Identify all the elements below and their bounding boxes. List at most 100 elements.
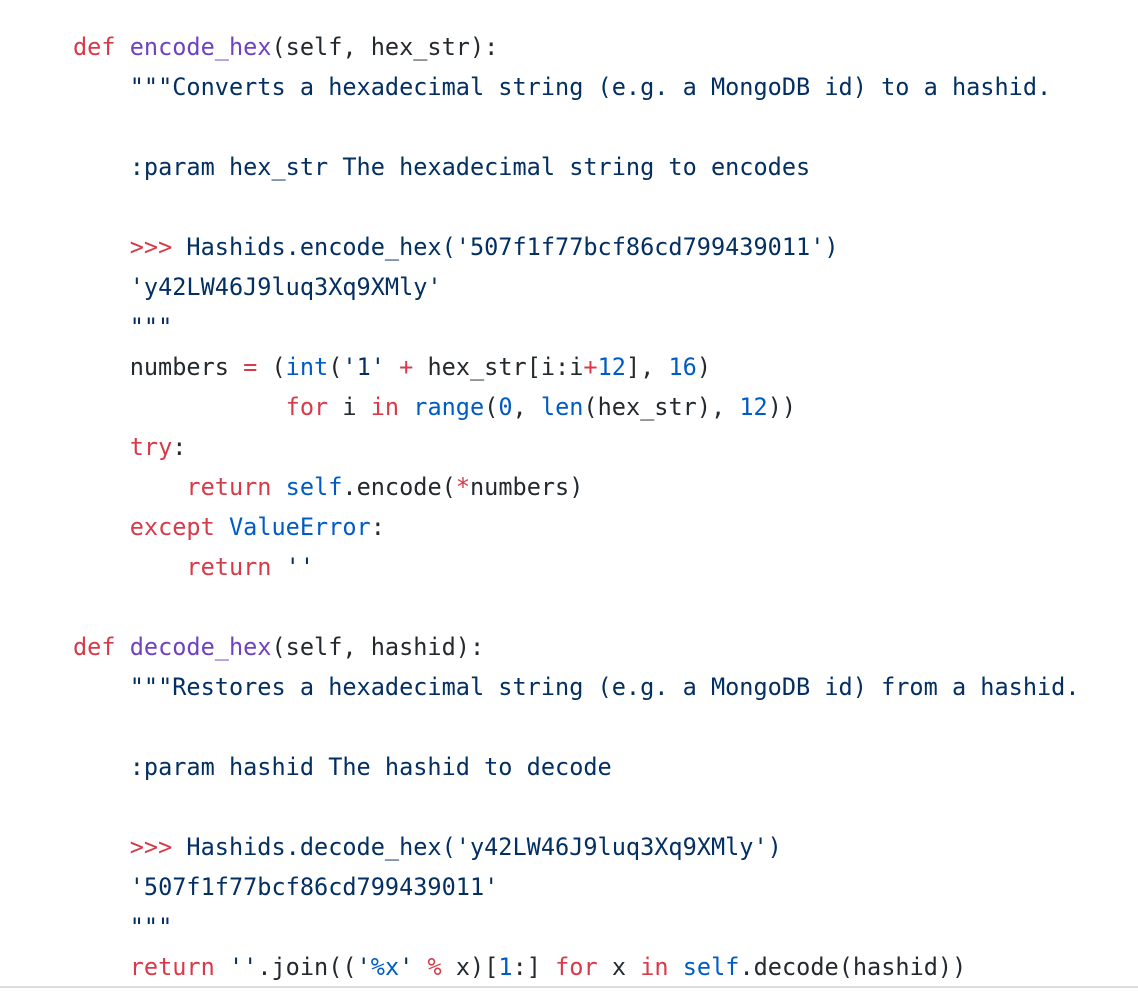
string-token: '' [285,553,315,581]
text-token [215,513,229,541]
code-line [73,587,1080,627]
text-token [73,513,130,541]
text-token: numbers [73,353,244,381]
text-token [399,393,413,421]
builtin-token: %x [370,953,400,981]
code-line: numbers = (int('1' + hex_str[i:i+12], 16… [73,347,1080,387]
code-line: >>> Hashids.decode_hex('y42LW46J9luq3Xq9… [73,827,1080,867]
text-token: (self, hex_str): [271,33,499,61]
builtin-token: self [285,473,343,501]
text-token: )) [767,393,797,421]
text-token: (hex_str), [583,393,740,421]
code-line: return '' [73,547,1080,587]
builtin-token: len [540,393,584,421]
text-token [73,73,130,101]
text-token: ( [328,353,343,381]
text-token [73,153,130,181]
code-line: >>> Hashids.encode_hex('507f1f77bcf86cd7… [73,227,1080,267]
text-token: .join(( [257,953,357,981]
text-token [73,873,130,901]
text-token: .encode( [342,473,456,501]
text-token: i [328,393,371,421]
text-token: ( [257,353,286,381]
string-token: Hashids.encode_hex('507f1f77bcf86cd79943… [172,233,839,261]
text-token: numbers) [470,473,584,501]
string-token: """Converts a hexadecimal string (e.g. a… [129,73,1052,101]
builtin-token: 12 [597,353,626,381]
text-token: :] [512,953,556,981]
code-line: def decode_hex(self, hashid): [73,627,1080,667]
code-line: def encode_hex(self, hex_str): [73,27,1080,67]
function-name-token: decode_hex [129,633,272,661]
code-line: 'y42LW46J9luq3Xq9XMly' [73,267,1080,307]
string-token: '' [228,953,258,981]
keyword-token: for [555,953,598,981]
text-token: x)[ [441,953,499,981]
text-token: ], [625,353,669,381]
text-token [73,833,130,861]
text-token [73,913,130,941]
code-line: for i in range(0, len(hex_str), 12)) [73,387,1080,427]
text-token [215,953,229,981]
text-token [73,673,130,701]
text-token [413,953,427,981]
keyword-token: in [640,953,669,981]
keyword-token: in [370,393,400,421]
builtin-token: 16 [668,353,697,381]
builtin-token: 12 [739,393,768,421]
keyword-token: return [186,473,272,501]
string-token: ' [399,953,414,981]
text-token [385,353,399,381]
code-line: """ [73,307,1080,347]
builtin-token: ValueError [228,513,371,541]
keyword-token: * [455,473,470,501]
code-line: return self.encode(*numbers) [73,467,1080,507]
string-token: :param hashid The hashid to decode [129,753,612,781]
text-token [271,553,285,581]
text-token: : [172,433,187,461]
builtin-token: 0 [498,393,513,421]
keyword-token: >>> [129,233,173,261]
text-token [116,633,130,661]
text-token [73,473,186,501]
keyword-token: + [583,353,598,381]
code-line: """Restores a hexadecimal string (e.g. a… [73,667,1080,707]
keyword-token: return [129,953,215,981]
code-line: '507f1f77bcf86cd799439011' [73,867,1080,907]
text-token [73,753,130,781]
builtin-token: int [285,353,329,381]
text-token [669,953,683,981]
code-line: :param hashid The hashid to decode [73,747,1080,787]
code-line [73,707,1080,747]
string-token: '1' [342,353,385,381]
keyword-token: = [243,353,258,381]
text-token [73,393,286,421]
string-token: '507f1f77bcf86cd799439011' [129,873,499,901]
string-token: """ [129,313,173,341]
text-token [271,473,285,501]
text-token [73,233,130,261]
keyword-token: try [129,433,173,461]
builtin-token: self [682,953,740,981]
string-token: 'y42LW46J9luq3Xq9XMly' [129,273,442,301]
keyword-token: def [73,33,116,61]
text-token [73,553,186,581]
builtin-token: 1 [498,953,513,981]
text-token [73,273,130,301]
text-token: ) [696,353,712,381]
text-token [73,953,130,981]
text-token [73,313,130,341]
text-token: : [370,513,385,541]
keyword-token: + [399,353,414,381]
string-token: Hashids.decode_hex('y42LW46J9luq3Xq9XMly… [172,833,782,861]
string-token: """ [129,913,173,941]
keyword-token: for [285,393,329,421]
text-token [73,433,130,461]
keyword-token: >>> [129,833,173,861]
function-name-token: encode_hex [129,33,272,61]
text-token: hex_str[i:i [413,353,584,381]
text-token: ( [484,393,499,421]
keyword-token: % [427,953,442,981]
code-line: except ValueError: [73,507,1080,547]
